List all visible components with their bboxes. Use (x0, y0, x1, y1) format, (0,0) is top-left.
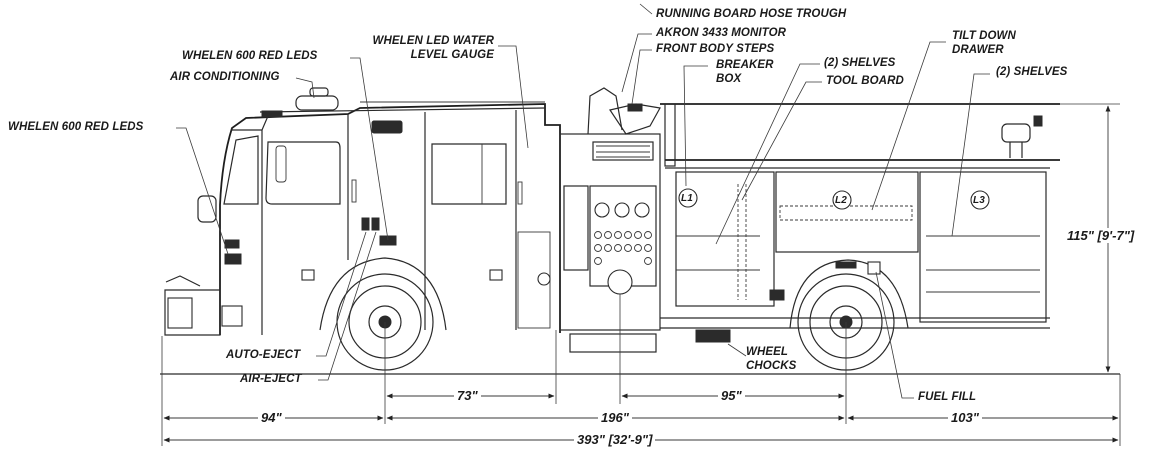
label-wheel-chocks-2: CHOCKS (746, 360, 797, 372)
label-breaker-box-2: BOX (716, 73, 742, 85)
compartment-tag-l3: L3 (973, 195, 985, 206)
label-air-conditioning: AIR CONDITIONING (170, 71, 280, 83)
label-front-body-steps: FRONT BODY STEPS (656, 43, 775, 55)
label-water-level-gauge-2: LEVEL GAUGE (410, 49, 494, 61)
label-air-eject: AIR-EJECT (240, 373, 302, 385)
dimension-overall-length: 393" [32'-9"] (574, 432, 656, 447)
label-wheel-chocks-1: WHEEL (746, 346, 789, 358)
label-whelen-600-red-leds-left: WHELEN 600 RED LEDS (8, 121, 144, 133)
dimension-94: 94" (258, 410, 285, 425)
truck-outline (160, 87, 1120, 375)
dimension-height: 115" [9'-7"] (1064, 228, 1138, 243)
dimension-95: 95" (718, 388, 745, 403)
callout-leaders (176, 3, 990, 399)
dimension-103: 103" (948, 410, 982, 425)
label-akron-monitor: AKRON 3433 MONITOR (656, 27, 787, 39)
label-tilt-down-drawer-1: TILT DOWN (952, 30, 1016, 42)
compartment-tag-l2: L2 (835, 195, 847, 206)
label-fuel-fill: FUEL FILL (918, 391, 977, 403)
dimension-196: 196" (598, 410, 632, 425)
dimension-73: 73" (454, 388, 481, 403)
label-running-board-hose-trough: RUNNING BOARD HOSE TROUGH (656, 8, 847, 20)
label-tilt-down-drawer-2: DRAWER (952, 44, 1004, 56)
label-breaker-box-1: BREAKER (716, 59, 774, 71)
label-shelves-left: (2) SHELVES (824, 57, 896, 69)
label-auto-eject: AUTO-EJECT (226, 349, 301, 361)
label-shelves-right: (2) SHELVES (996, 66, 1068, 78)
label-tool-board: TOOL BOARD (826, 75, 904, 87)
label-water-level-gauge-1: WHELEN LED WATER (372, 35, 494, 47)
label-whelen-600-red-leds-top: WHELEN 600 RED LEDS (182, 50, 318, 62)
compartment-tag-l1: L1 (681, 193, 693, 204)
